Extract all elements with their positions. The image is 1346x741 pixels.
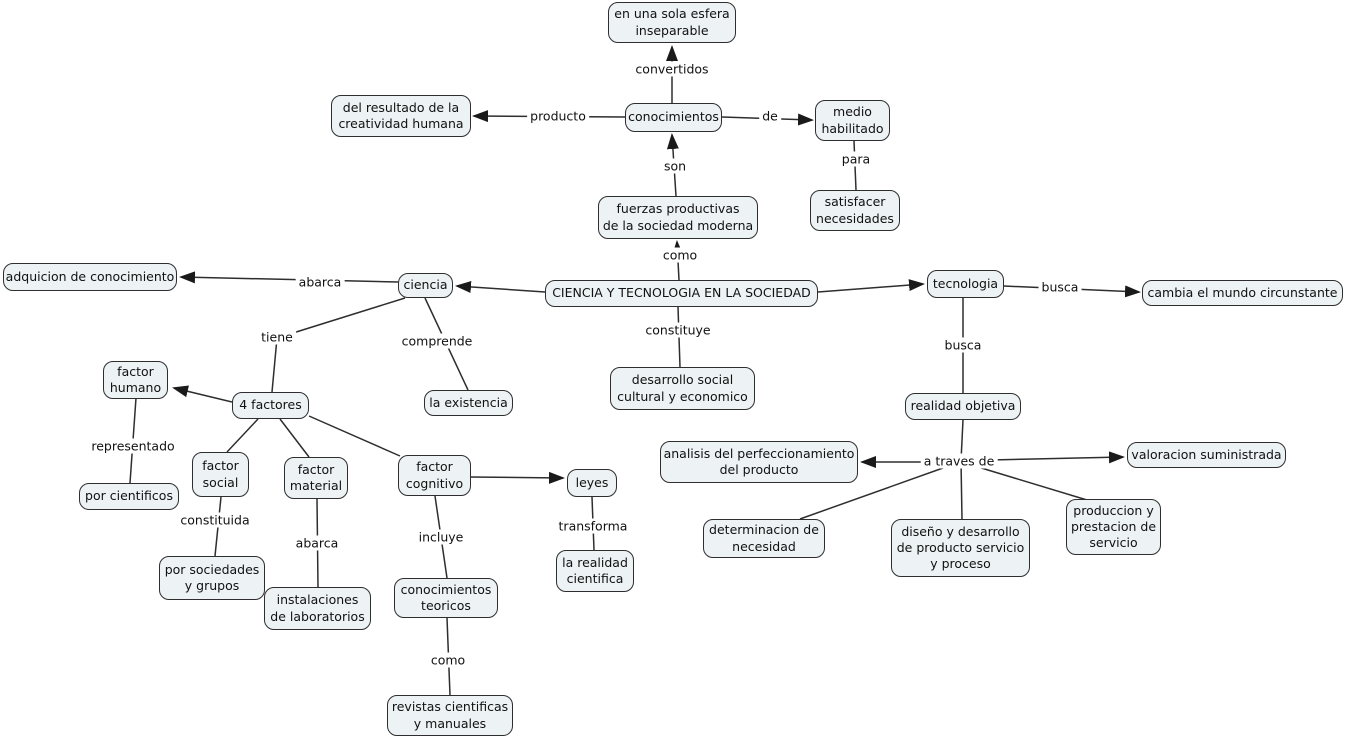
node-factor-cognitivo[interactable]: factor cognitivo [398, 455, 471, 496]
link-label-busca-cambia: busca [1038, 279, 1082, 295]
node-ciencia[interactable]: ciencia [398, 273, 453, 298]
edge-cognitivo-leyes [470, 471, 565, 484]
node-por-sociedades[interactable]: por sociedades y grupos [159, 556, 265, 600]
link-label-transforma: transforma [555, 518, 631, 534]
link-label-son: son [660, 158, 690, 174]
node-conocimientos-teoricos[interactable]: conocimientos teoricos [394, 578, 498, 618]
link-label-incluye: incluye [415, 529, 467, 545]
link-label-representado: representado [88, 438, 178, 454]
node-cambia-mundo[interactable]: cambia el mundo circunstante [1142, 280, 1343, 306]
node-realidad-objetiva[interactable]: realidad objetiva [905, 393, 1021, 420]
node-instalaciones[interactable]: instalaciones de laboratorios [264, 587, 371, 630]
link-label-como-top: como [659, 247, 701, 263]
link-label-abarca-ciencia: abarca [295, 274, 345, 290]
link-label-tiene: tiene [258, 329, 296, 345]
edge-hub-determinacion [799, 467, 944, 520]
link-label-convertidos: convertidos [632, 61, 712, 77]
node-del-resultado[interactable]: del resultado de la creatividad humana [331, 95, 471, 137]
edge-ciencia-factores [271, 297, 406, 393]
edge-factores-material [279, 418, 310, 458]
node-determinacion-necesidad[interactable]: determinacion de necesidad [703, 519, 825, 558]
node-4-factores[interactable]: 4 factores [232, 392, 309, 419]
node-fuerzas-productivas[interactable]: fuerzas productivas de la sociedad moder… [598, 196, 758, 239]
node-revistas[interactable]: revistas cientificas y manuales [387, 695, 513, 736]
node-la-existencia[interactable]: la existencia [424, 390, 513, 416]
node-factor-material[interactable]: factor material [284, 457, 348, 499]
node-desarrollo-social[interactable]: desarrollo social cultural y economico [610, 367, 755, 410]
edge-factores-cognitivo [308, 415, 401, 457]
node-factor-social[interactable]: factor social [192, 452, 249, 497]
edge-titulo-tecnologia [817, 279, 925, 293]
edge-factores-humano [172, 385, 233, 403]
node-factor-humano[interactable]: factor humano [103, 361, 168, 399]
node-leyes[interactable]: leyes [567, 469, 617, 497]
link-label-para: para [838, 151, 874, 167]
link-label-de: de [759, 108, 781, 124]
link-label-producto: producto [527, 108, 589, 124]
edge-ciencia-adquicion [179, 271, 399, 284]
node-satisfacer-necesidades[interactable]: satisfacer necesidades [810, 190, 900, 231]
link-label-constituye: constituye [642, 322, 714, 338]
node-medio-habilitado[interactable]: medio habilitado [815, 100, 890, 141]
link-label-constituida: constituida [177, 512, 253, 528]
link-label-busca-realidad: busca [941, 337, 985, 353]
node-por-cientificos[interactable]: por cientificos [79, 483, 179, 510]
node-produccion-prestacion[interactable]: produccion y prestacion de servicio [1066, 499, 1161, 555]
edge-factores-social [226, 418, 259, 453]
link-label-comprende: comprende [398, 333, 476, 349]
link-label-abarca-material: abarca [292, 535, 342, 551]
node-analisis-perfeccionamiento[interactable]: analisis del perfeccionamiento del produ… [660, 441, 858, 483]
link-label-como-revistas: como [427, 652, 469, 668]
node-diseno-desarrollo[interactable]: diseño y desarrollo de producto servicio… [891, 519, 1030, 577]
node-titulo-central[interactable]: CIENCIA Y TECNOLOGIA EN LA SOCIEDAD [545, 280, 818, 307]
link-label-a-traves-de: a traves de [920, 453, 998, 469]
node-la-realidad-cientifica[interactable]: la realidad cientifica [556, 550, 634, 592]
node-valoracion-suministrada[interactable]: valoracion suministrada [1127, 442, 1286, 468]
edge-hub-valoracion [989, 451, 1125, 464]
node-tecnologia[interactable]: tecnologia [927, 270, 1004, 298]
node-adquicion[interactable]: adquicion de conocimiento [3, 263, 177, 291]
node-en-una-sola-esfera[interactable]: en una sola esfera inseparable [608, 2, 736, 43]
edge-titulo-ciencia [455, 280, 546, 293]
edge-hub-produccion [977, 466, 1088, 501]
edge-objetiva-diseno [960, 419, 964, 520]
node-conocimientos[interactable]: conocimientos [625, 103, 722, 132]
